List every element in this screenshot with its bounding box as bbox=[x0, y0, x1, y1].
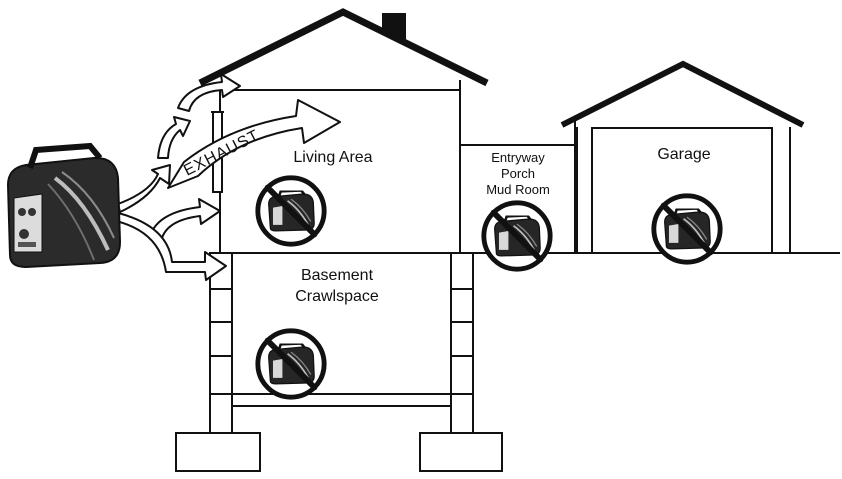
exhaust-arrow-large bbox=[167, 99, 341, 189]
footing-left bbox=[175, 432, 261, 472]
footing-right bbox=[419, 432, 503, 472]
exhaust-arrows bbox=[115, 73, 341, 281]
no-generator-basement-icon bbox=[258, 331, 324, 397]
basement-label: Basement bbox=[301, 267, 374, 284]
living-area-label: Living Area bbox=[293, 149, 372, 166]
portable-generator-icon bbox=[6, 142, 122, 269]
area-labels: Living Area Basement Crawlspace Entryway… bbox=[293, 146, 710, 305]
exhaust-arrow-upper bbox=[157, 116, 191, 159]
porch-label: Porch bbox=[501, 166, 535, 181]
foundation bbox=[175, 252, 503, 472]
no-generator-entryway-icon bbox=[484, 203, 550, 269]
entryway-label: Entryway bbox=[491, 150, 545, 165]
entryway-structure bbox=[460, 120, 576, 253]
exhaust-arrow-window bbox=[149, 198, 221, 239]
mud-room-label: Mud Room bbox=[486, 182, 550, 197]
foundation-pier-right bbox=[450, 252, 474, 434]
garage-roof bbox=[560, 60, 805, 128]
garage-label: Garage bbox=[657, 146, 710, 163]
basement-floor-slab bbox=[231, 393, 452, 407]
exhaust-arrow-top bbox=[177, 73, 241, 112]
no-generator-garage-icon bbox=[654, 196, 720, 262]
crawlspace-label: Crawlspace bbox=[295, 288, 379, 305]
no-generator-living-area-icon bbox=[258, 178, 324, 244]
house-roof bbox=[198, 8, 489, 87]
exhaust-arrow-mid bbox=[117, 164, 171, 213]
exhaust-arrow-basement bbox=[115, 212, 227, 281]
foundation-pier-left bbox=[209, 252, 233, 434]
